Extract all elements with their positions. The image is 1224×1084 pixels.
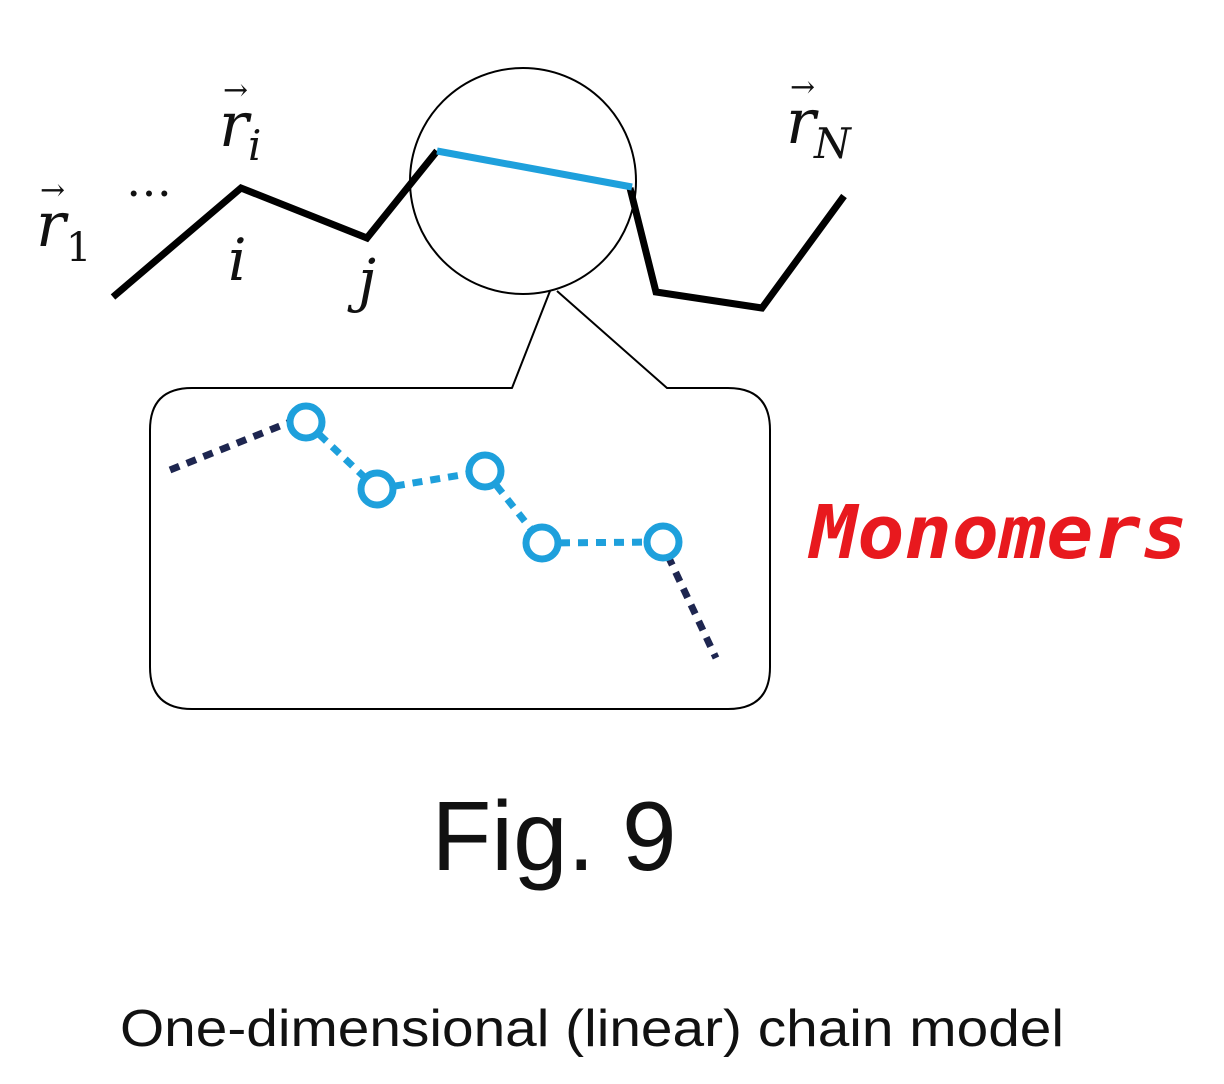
label-r-i: → r i: [219, 73, 261, 170]
monomer: [522, 523, 562, 563]
index-j-label: j: [347, 246, 376, 314]
zoomed-chain: [168, 402, 720, 660]
r-symbol: r: [36, 188, 69, 261]
label-r-N: → r N: [786, 70, 852, 168]
highlighted-bond: [436, 147, 633, 191]
arrow-icon: →: [790, 70, 815, 105]
r-symbol: r: [786, 85, 819, 158]
dotted-bond-4: [541, 538, 664, 547]
monomers-label: Monomers: [807, 490, 1188, 576]
chain-segment-right: [626, 187, 847, 312]
chain-segment-left: [110, 148, 440, 300]
monomer: [286, 402, 326, 442]
monomer: [357, 469, 397, 509]
ellipsis: …: [126, 153, 172, 207]
r-symbol: r: [219, 88, 252, 161]
zoom-circle: [409, 67, 637, 295]
dotted-chain-right: [664, 554, 720, 660]
r-subscript: N: [813, 119, 852, 168]
monomer: [643, 522, 683, 562]
arrow-icon: →: [223, 73, 248, 108]
figure-label: Fig. 9: [431, 781, 676, 891]
arrow-icon: →: [40, 173, 65, 208]
polymer-chain: [110, 147, 847, 312]
dotted-chain-left: [168, 418, 292, 474]
figure-caption: One-dimensional (linear) chain model: [120, 1000, 1064, 1058]
zoom-callout-box: [149, 290, 771, 710]
monomer: [465, 451, 505, 491]
label-r-1: → r 1: [36, 173, 91, 271]
r-subscript: i: [248, 121, 261, 170]
r-subscript: 1: [66, 225, 91, 271]
index-i-label: i: [228, 226, 247, 294]
